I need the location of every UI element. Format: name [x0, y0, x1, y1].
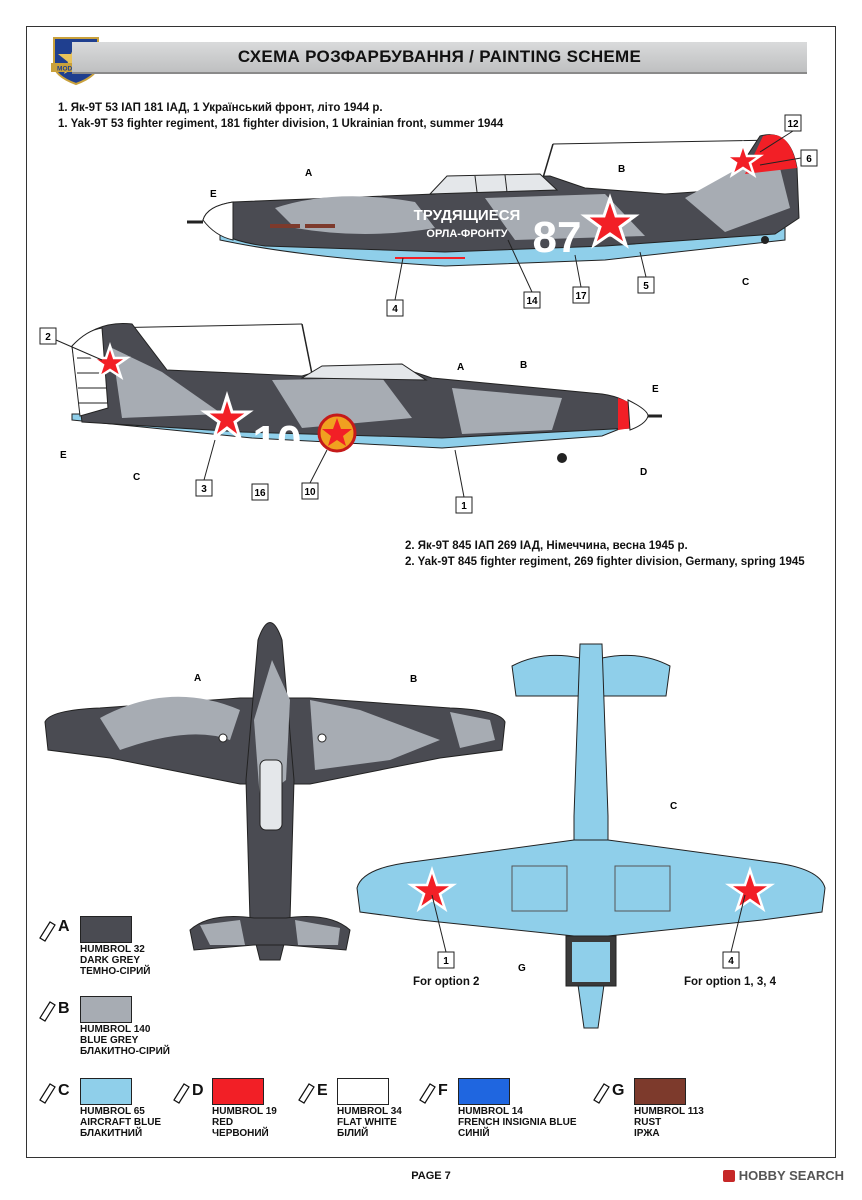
- option1-caption-en: 1. Yak-9T 53 fighter regiment, 181 fight…: [58, 118, 504, 130]
- top-view: [44, 622, 506, 961]
- watermark-icon: [722, 1169, 735, 1182]
- option2-caption-en: 2. Yak-9T 845 fighter regiment, 269 figh…: [405, 556, 805, 568]
- aircraft2-number: 10: [253, 417, 302, 466]
- aircraft1-slogan-line2: ОРЛА-ФРОНТУ: [426, 228, 507, 240]
- page-frame: [26, 26, 836, 1158]
- option2-caption-ua: 2. Як-9Т 845 ІАП 269 ІАД, Німеччина, вес…: [405, 540, 688, 552]
- option-left-label: For option 2: [413, 976, 480, 988]
- bottom-view: [356, 643, 826, 1029]
- watermark: HOBBY SEARCH: [722, 1168, 844, 1183]
- option1-caption-ua: 1. Як-9Т 53 ІАП 181 ІАД, 1 Український ф…: [58, 102, 383, 114]
- aircraft1-slogan-line1: ТРУДЯЩИЕСЯ: [414, 207, 521, 224]
- aircraft1-side-profile: ТРУДЯЩИЕСЯ ОРЛА-ФРОНТУ 87: [187, 134, 800, 267]
- page-number: PAGE 7: [411, 1170, 451, 1182]
- header-bar: СХЕМА РОЗФАРБУВАННЯ / PAINTING SCHEME: [72, 42, 807, 74]
- page-title: СХЕМА РОЗФАРБУВАННЯ / PAINTING SCHEME: [237, 47, 642, 66]
- aircraft2-side-profile: 10: [71, 322, 662, 466]
- aircraft1-number: 87: [533, 213, 582, 262]
- option-right-label: For option 1, 3, 4: [684, 976, 777, 988]
